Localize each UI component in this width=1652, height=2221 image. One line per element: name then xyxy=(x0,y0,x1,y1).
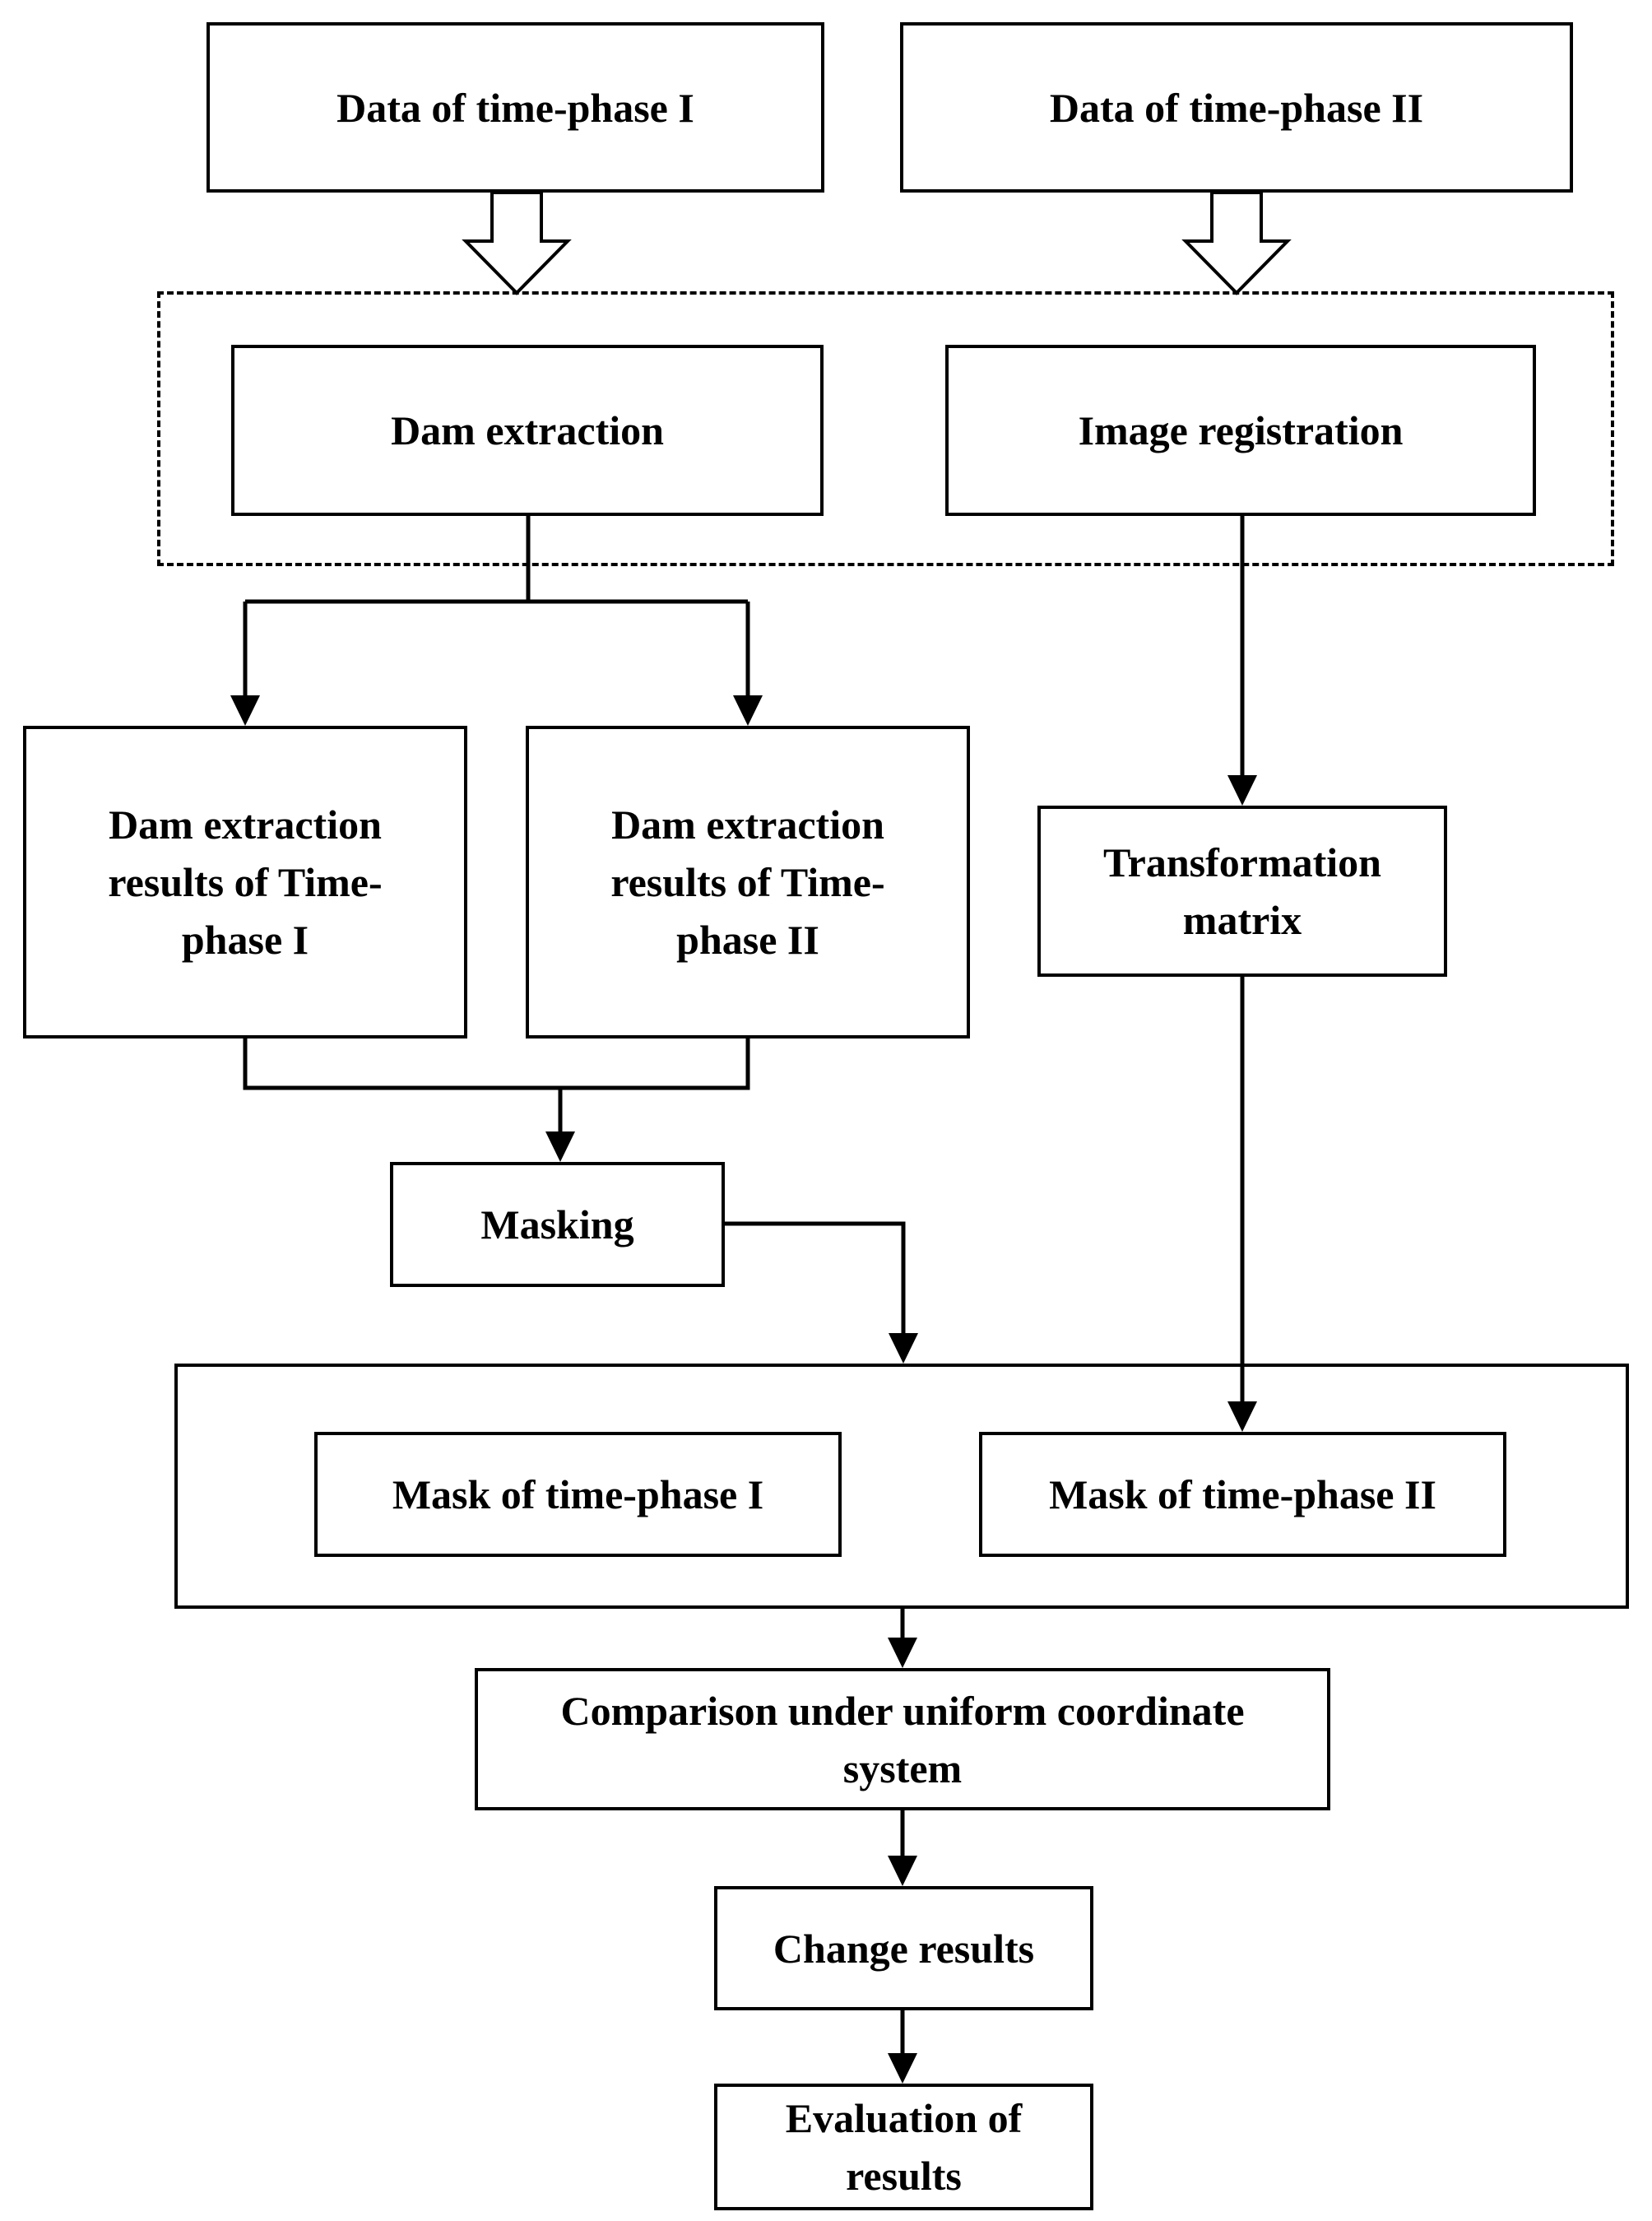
image-registration-box: Image registration xyxy=(945,345,1536,516)
hollow-arrow-phase2 xyxy=(1181,191,1292,295)
masking-box: Masking xyxy=(390,1162,725,1287)
change-results-box: Change results xyxy=(714,1886,1093,2010)
dam-results-phase1-box: Dam extraction results of Time- phase I xyxy=(23,726,467,1038)
data-phase2-box: Data of time-phase II xyxy=(900,22,1573,193)
comparison-box: Comparison under uniform coordinate syst… xyxy=(475,1668,1330,1810)
hollow-arrow-phase1 xyxy=(462,191,572,295)
dam-extraction-box: Dam extraction xyxy=(231,345,824,516)
connector-results-merge xyxy=(243,1038,750,1090)
arrowhead-result-phase2 xyxy=(733,695,763,726)
arrowhead-comparison xyxy=(888,1638,917,1668)
transformation-matrix-box: Transformation matrix xyxy=(1037,806,1447,977)
evaluation-box: Evaluation of results xyxy=(714,2084,1093,2210)
mask-group xyxy=(174,1364,1629,1609)
arrowhead-matrix xyxy=(1227,775,1257,806)
arrowhead-change xyxy=(888,1856,917,1886)
dam-results-phase2-box: Dam extraction results of Time- phase II xyxy=(526,726,970,1038)
connector-masking-to-group xyxy=(725,1221,906,1341)
data-phase1-box: Data of time-phase I xyxy=(206,22,824,193)
arrowhead-evaluation xyxy=(888,2053,917,2084)
arrowhead-masking xyxy=(545,1131,575,1162)
arrowhead-mask2 xyxy=(1227,1401,1257,1432)
processing-group xyxy=(157,291,1614,566)
mask-phase2-box: Mask of time-phase II xyxy=(979,1432,1506,1557)
arrowhead-result-phase1 xyxy=(230,695,260,726)
mask-phase1-box: Mask of time-phase I xyxy=(314,1432,842,1557)
arrowhead-mask-group xyxy=(889,1333,918,1364)
